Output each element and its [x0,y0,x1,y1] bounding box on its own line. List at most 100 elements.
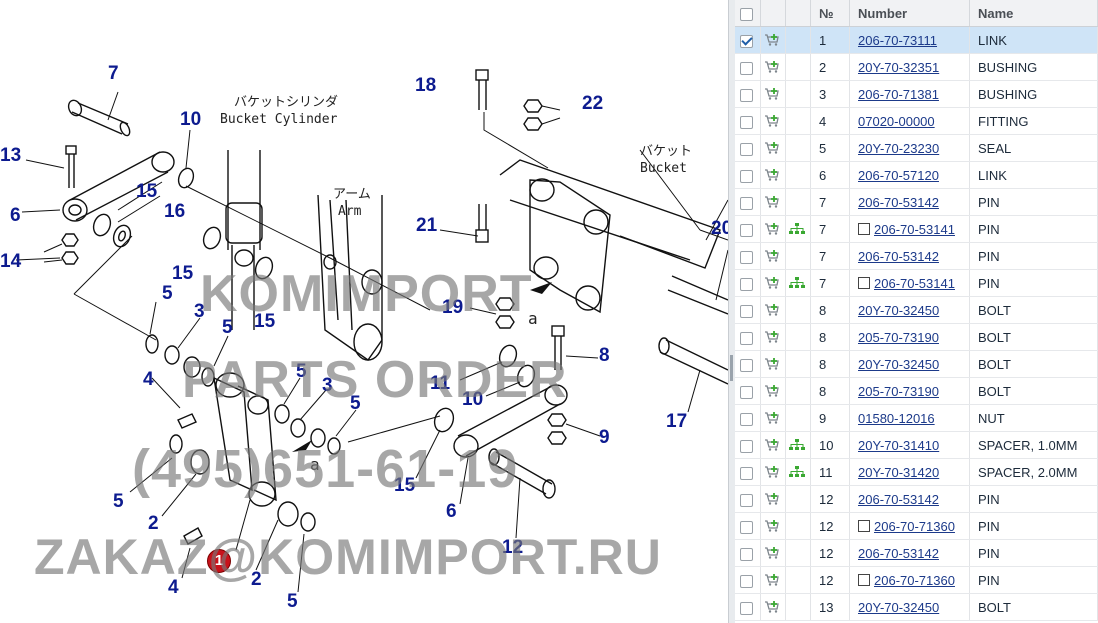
callout-11[interactable]: 11 [430,373,451,394]
callout-10[interactable]: 10 [180,109,202,130]
callout-5[interactable]: 5 [222,317,233,338]
row-part-number-cell[interactable]: 20Y-70-31420 [849,458,970,486]
checkbox-icon[interactable] [740,358,753,372]
callout-15[interactable]: 15 [254,311,276,332]
row-part-number-cell[interactable]: 206-70-53142 [849,188,970,216]
part-number-link[interactable]: 206-70-53142 [858,491,939,507]
row-part-number-cell[interactable]: 20Y-70-32450 [849,593,970,621]
callout-22[interactable]: 22 [582,93,604,114]
cart-add-icon[interactable] [764,60,782,74]
row-part-number-cell[interactable]: 206-70-53142 [849,539,970,567]
tree-cell[interactable] [785,215,811,243]
callout-19[interactable]: 19 [442,297,464,318]
part-number-link[interactable]: 20Y-70-23230 [858,140,940,156]
callout-3[interactable]: 3 [322,375,333,396]
callout-16[interactable]: 16 [164,201,186,222]
cart-add-icon[interactable] [764,222,782,236]
part-number-link[interactable]: 07020-00000 [858,113,935,129]
column-header-name[interactable]: Name [969,0,1098,27]
add-to-cart-button[interactable] [760,296,786,324]
cart-add-icon[interactable] [764,303,782,317]
row-checkbox[interactable] [735,296,761,324]
column-header-no[interactable]: № [810,0,850,27]
row-checkbox[interactable] [735,269,761,297]
cart-add-icon[interactable] [764,114,782,128]
row-checkbox[interactable] [735,512,761,540]
part-number-link[interactable]: 206-70-53141 [874,221,955,237]
row-part-number-cell[interactable]: 206-70-73111 [849,26,970,54]
checkbox-icon[interactable] [740,7,753,21]
callout-4[interactable]: 4 [143,369,154,390]
add-to-cart-button[interactable] [760,323,786,351]
cart-add-icon[interactable] [764,519,782,533]
callout-8[interactable]: 8 [599,345,610,366]
row-checkbox[interactable] [735,593,761,621]
cart-add-icon[interactable] [764,492,782,506]
checkbox-icon[interactable] [740,574,753,588]
row-checkbox[interactable] [735,377,761,405]
part-number-link[interactable]: 206-70-73111 [858,32,938,48]
tree-structure-icon[interactable] [789,466,807,478]
add-to-cart-button[interactable] [760,134,786,162]
part-number-link[interactable]: 206-70-71360 [874,518,955,534]
checkbox-icon[interactable] [740,331,753,345]
callout-18[interactable]: 18 [415,75,437,96]
cart-add-icon[interactable] [764,465,782,479]
callout-7[interactable]: 7 [108,63,119,84]
part-number-link[interactable]: 206-70-71360 [874,572,955,588]
checkbox-icon[interactable] [740,439,753,453]
tree-cell[interactable] [785,458,811,486]
part-number-link[interactable]: 20Y-70-32450 [858,356,940,372]
row-checkbox[interactable] [735,26,761,54]
row-part-number-cell[interactable]: 206-70-71381 [849,80,970,108]
cart-add-icon[interactable] [764,357,782,371]
cart-add-icon[interactable] [764,411,782,425]
row-part-number-cell[interactable]: 206-70-71360 [849,566,970,594]
row-checkbox[interactable] [735,485,761,513]
callout-2[interactable]: 2 [148,513,159,534]
row-part-number-cell[interactable]: 07020-00000 [849,107,970,135]
checkbox-icon[interactable] [740,304,753,318]
add-to-cart-button[interactable] [760,242,786,270]
row-checkbox[interactable] [735,242,761,270]
add-to-cart-button[interactable] [760,539,786,567]
callout-15[interactable]: 15 [172,263,194,284]
part-number-link[interactable]: 206-70-53142 [858,248,939,264]
tree-structure-icon[interactable] [789,277,807,289]
callout-15[interactable]: 15 [136,181,158,202]
row-part-number-cell[interactable]: 20Y-70-32450 [849,296,970,324]
column-header-number[interactable]: Number [849,0,970,27]
row-checkbox[interactable] [735,566,761,594]
cart-add-icon[interactable] [764,249,782,263]
add-to-cart-button[interactable] [760,188,786,216]
cart-add-icon[interactable] [764,438,782,452]
callout-15[interactable]: 15 [394,475,416,496]
checkbox-icon[interactable] [740,169,753,183]
row-part-number-cell[interactable]: 20Y-70-31410 [849,431,970,459]
row-checkbox[interactable] [735,458,761,486]
part-number-link[interactable]: 20Y-70-32351 [858,59,940,75]
checkbox-icon[interactable] [740,493,753,507]
callout-14[interactable]: 14 [0,251,22,272]
row-checkbox[interactable] [735,323,761,351]
add-to-cart-button[interactable] [760,350,786,378]
cart-add-icon[interactable] [764,195,782,209]
part-number-link[interactable]: 206-70-71381 [858,86,939,102]
add-to-cart-button[interactable] [760,53,786,81]
cart-add-icon[interactable] [764,546,782,560]
